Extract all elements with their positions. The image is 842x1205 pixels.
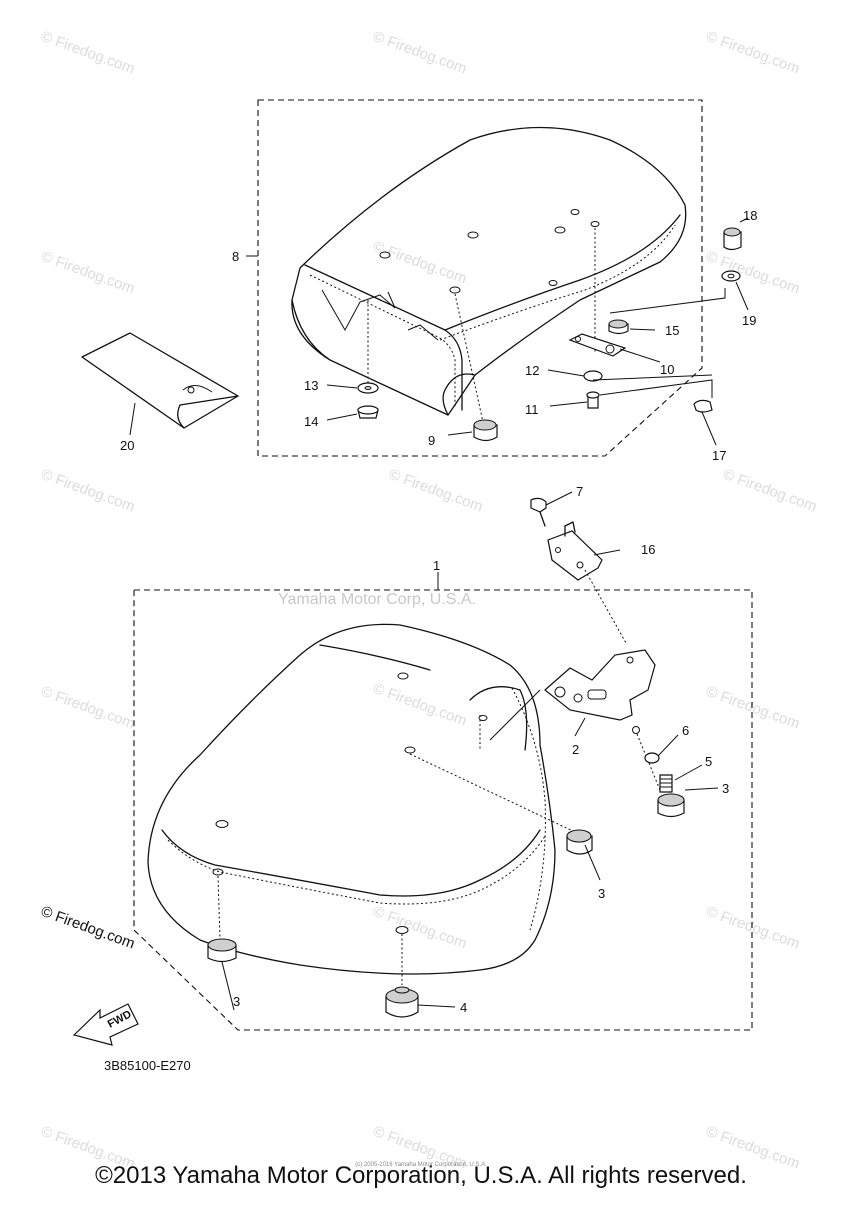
lower-bracket-2 (544, 649, 661, 791)
fine-print: (c) 2005-2016 Yamaha Motor Corporation, … (355, 1162, 487, 1168)
fwd-arrow-icon: FWD (72, 1003, 139, 1046)
watermark: © Firedog.com (704, 903, 802, 953)
assembly-boundary-8 (257, 99, 703, 457)
callout-14: 14 (304, 414, 318, 429)
cover-part-20 (81, 332, 239, 436)
watermark: © Firedog.com (39, 466, 137, 516)
callout-8: 8 (232, 249, 239, 264)
watermark: © Firedog.com (704, 28, 802, 78)
diagram-code: 3B85100-E270 (104, 1058, 191, 1073)
callout-17: 17 (712, 448, 726, 463)
hardware-bottom-group (207, 752, 685, 1018)
callout-6: 6 (682, 723, 689, 738)
callout-20: 20 (120, 438, 134, 453)
callout-18: 18 (743, 208, 757, 223)
watermark: © Firedog.com (387, 466, 485, 516)
watermark: © Firedog.com (704, 683, 802, 733)
callout-3: 3 (722, 781, 729, 796)
watermark: © Firedog.com (721, 466, 819, 516)
callout-11: 11 (525, 402, 539, 417)
watermark: © Firedog.com (371, 903, 469, 953)
callout-13: 13 (304, 378, 318, 393)
passenger-seat-8 (291, 126, 687, 423)
callout-10: 10 (660, 362, 674, 377)
callout-7: 7 (576, 484, 583, 499)
watermark: © Firedog.com (704, 248, 802, 298)
callout-3: 3 (598, 886, 605, 901)
assembly-boundary-1 (133, 589, 753, 1031)
watermark: © Firedog.com (39, 683, 137, 733)
watermark: © Firedog.com (371, 238, 469, 288)
watermark-center: Yamaha Motor Corp, U.S.A. (278, 591, 476, 608)
watermark: © Firedog.com (371, 680, 469, 730)
firedog-mark: © Firedog.com (39, 903, 137, 953)
callout-4: 4 (460, 1000, 467, 1015)
callout-12: 12 (525, 363, 539, 378)
callout-1: 1 (433, 558, 440, 573)
hardware-top-group (357, 227, 742, 442)
rider-seat-1 (147, 623, 576, 985)
watermark: © Firedog.com (39, 28, 137, 78)
callout-15: 15 (665, 323, 679, 338)
watermark: © Firedog.com (39, 248, 137, 298)
callout-9: 9 (428, 433, 435, 448)
callout-labels: 1 2 3 3 3 4 5 6 7 8 9 10 11 12 13 14 15 … (120, 208, 757, 1015)
callout-3: 3 (233, 994, 240, 1009)
callout-5: 5 (705, 754, 712, 769)
copyright-footer: ©2013 Yamaha Motor Corporation, U.S.A. A… (95, 1162, 747, 1189)
callout-leaders (221, 217, 749, 1011)
callout-2: 2 (572, 742, 579, 757)
callout-19: 19 (742, 313, 756, 328)
watermark: © Firedog.com (371, 28, 469, 78)
rear-bracket-16 (530, 497, 627, 644)
callout-16: 16 (641, 542, 655, 557)
